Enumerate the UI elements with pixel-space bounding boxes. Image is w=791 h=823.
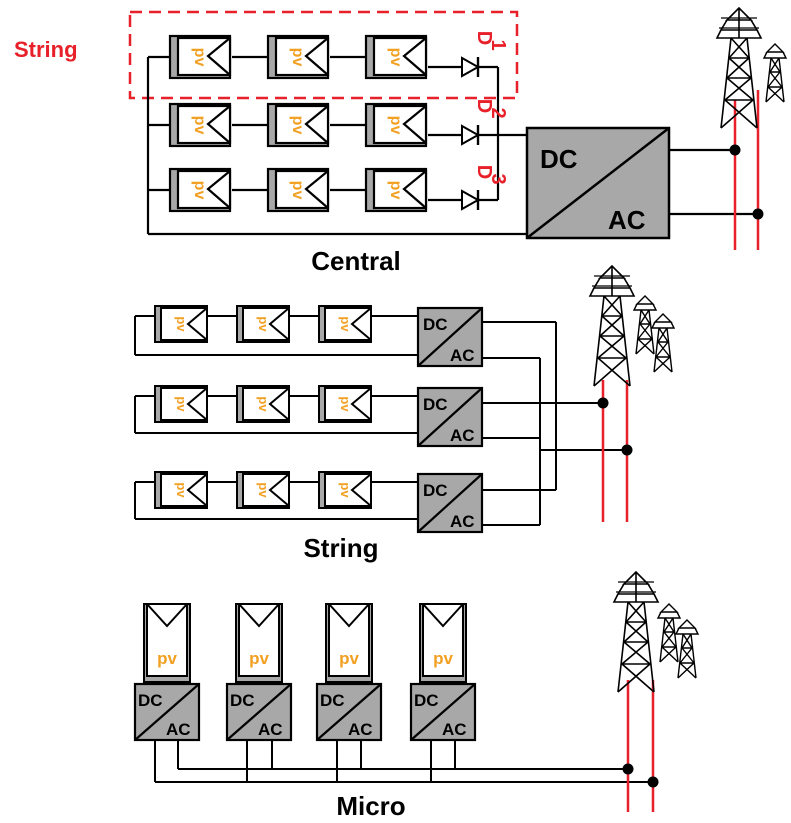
svg-text:AC: AC <box>450 346 475 365</box>
svg-text:pv: pv <box>174 482 189 498</box>
transmission-tower-icon <box>589 265 675 387</box>
svg-text:pv: pv <box>338 396 353 412</box>
grid-lines <box>597 380 633 522</box>
svg-text:pv: pv <box>338 482 353 498</box>
diode-number-2: 2 <box>487 107 509 118</box>
central-wiring <box>146 55 758 236</box>
string-title: String <box>303 533 378 563</box>
svg-text:pv: pv <box>256 482 271 498</box>
central-title: Central <box>311 246 401 276</box>
central-panel: pv <box>266 167 330 213</box>
svg-text:pv: pv <box>338 316 353 332</box>
svg-text:pv: pv <box>256 316 271 332</box>
svg-text:pv: pv <box>289 181 306 200</box>
string-panel: pv <box>154 385 208 423</box>
svg-text:AC: AC <box>348 720 373 739</box>
svg-text:pv: pv <box>433 649 453 668</box>
string-panel: pv <box>236 305 290 343</box>
central-panel: pv <box>364 102 428 148</box>
diode-icon <box>460 123 480 147</box>
transmission-tower-icon <box>716 7 787 129</box>
central-panel: pv <box>168 34 232 80</box>
svg-text:AC: AC <box>450 426 475 445</box>
string-inverter: DC AC <box>416 472 484 534</box>
svg-text:pv: pv <box>174 316 189 332</box>
svg-text:pv: pv <box>339 649 359 668</box>
svg-text:DC: DC <box>423 315 448 334</box>
central-panel: pv <box>364 34 428 80</box>
svg-text:DC: DC <box>414 691 439 710</box>
string-section: pv pv pv pv pv pv pv pv pv DC AC DC A <box>134 265 675 563</box>
diode-icon <box>460 55 480 79</box>
micro-section: pv DC AC pv DC AC pv DC AC pv DC <box>133 571 699 821</box>
micro-title: Micro <box>336 791 405 821</box>
svg-text:pv: pv <box>289 48 306 67</box>
svg-text:pv: pv <box>387 48 404 67</box>
svg-text:DC: DC <box>423 395 448 414</box>
transmission-tower-icon <box>613 571 699 693</box>
central-panel: pv <box>266 102 330 148</box>
central-panel: pv <box>266 34 330 80</box>
svg-text:AC: AC <box>258 720 283 739</box>
svg-text:pv: pv <box>157 649 177 668</box>
micro-unit: pv DC AC <box>409 603 477 742</box>
string-panel: pv <box>154 471 208 509</box>
svg-text:pv: pv <box>191 116 208 135</box>
diode-letter: D <box>473 31 495 45</box>
micro-unit: pv DC AC <box>133 603 201 742</box>
diode-label-3: D <box>473 165 495 179</box>
string-panel: pv <box>318 471 372 509</box>
central-panel: pv <box>168 102 232 148</box>
central-panel: pv <box>168 167 232 213</box>
svg-text:AC: AC <box>608 205 646 235</box>
diode-icon <box>460 188 480 212</box>
string-inverter: DC AC <box>416 386 484 448</box>
central-inverter: DC AC <box>525 126 671 240</box>
grid-lines <box>622 680 659 812</box>
svg-text:AC: AC <box>450 512 475 531</box>
svg-text:pv: pv <box>249 649 269 668</box>
svg-text:pv: pv <box>191 48 208 67</box>
diode-label-1: D <box>473 31 495 45</box>
micro-unit: pv DC AC <box>225 603 293 742</box>
svg-text:DC: DC <box>423 481 448 500</box>
string-highlight-label: String <box>14 37 78 62</box>
svg-text:DC: DC <box>138 691 163 710</box>
central-panel: pv <box>364 167 428 213</box>
string-panel: pv <box>236 385 290 423</box>
svg-text:pv: pv <box>289 116 306 135</box>
svg-text:pv: pv <box>256 396 271 412</box>
central-section: String <box>14 7 787 276</box>
micro-unit: pv DC AC <box>315 603 383 742</box>
string-panel: pv <box>318 385 372 423</box>
svg-text:pv: pv <box>387 181 404 200</box>
svg-text:DC: DC <box>320 691 345 710</box>
svg-text:AC: AC <box>442 720 467 739</box>
diode-number-3: 3 <box>487 173 509 184</box>
string-highlight-box <box>128 10 519 100</box>
svg-text:DC: DC <box>230 691 255 710</box>
diode-number-1: 1 <box>487 39 509 50</box>
micro-wiring <box>154 740 653 783</box>
svg-text:pv: pv <box>191 181 208 200</box>
svg-text:AC: AC <box>166 720 191 739</box>
svg-text:pv: pv <box>174 396 189 412</box>
string-panel: pv <box>318 305 372 343</box>
grid-lines <box>729 90 764 250</box>
svg-text:pv: pv <box>387 116 404 135</box>
string-panel: pv <box>154 305 208 343</box>
string-inverter: DC AC <box>416 306 484 368</box>
svg-text:DC: DC <box>540 144 578 174</box>
string-panel: pv <box>236 471 290 509</box>
string-wiring <box>134 315 627 526</box>
diode-label-2: D <box>473 99 495 113</box>
